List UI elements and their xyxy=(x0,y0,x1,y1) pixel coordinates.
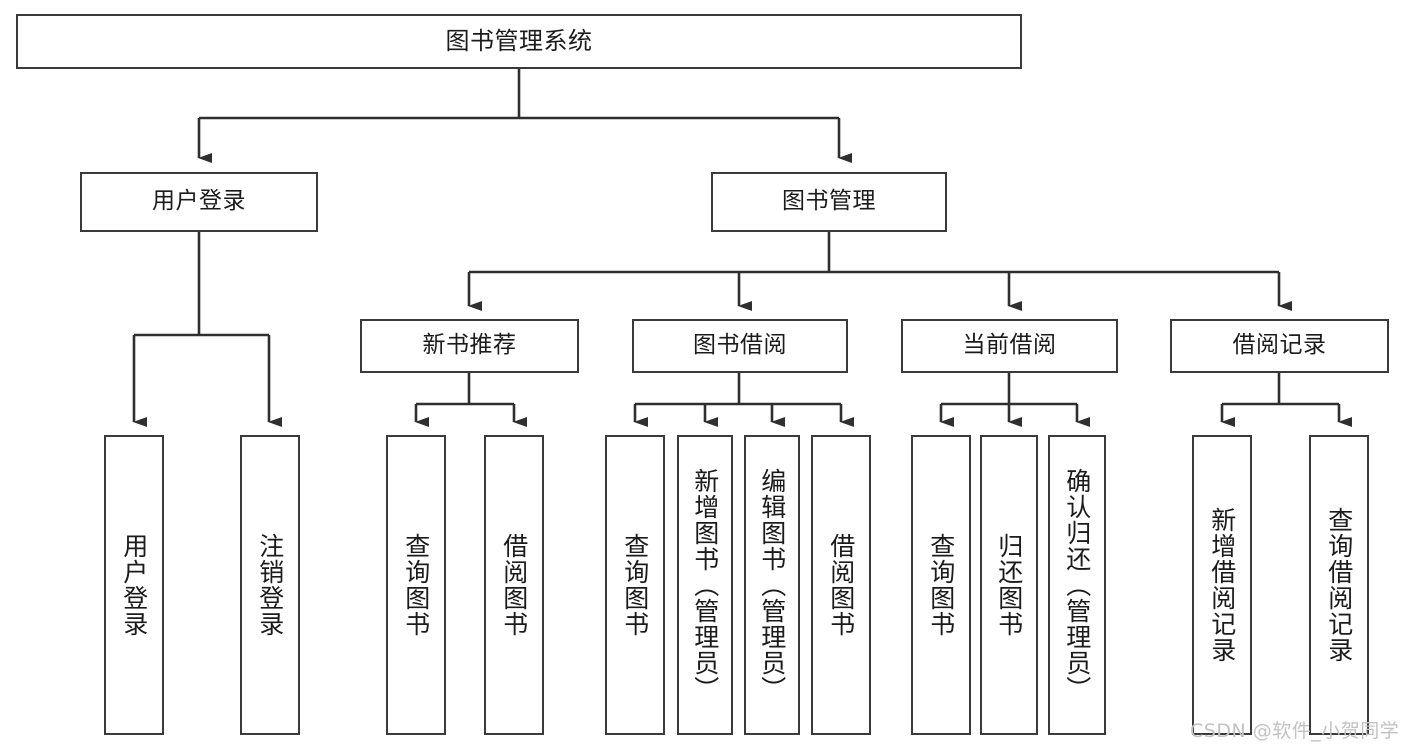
leaf-borrow-book[interactable]: 借阅图书 xyxy=(811,435,871,735)
node-label: 归还图书 xyxy=(994,533,1024,637)
node-label: 图书借阅 xyxy=(693,332,787,359)
leaf-confirm-return-admin[interactable]: 确认归还（管理员） xyxy=(1048,435,1106,735)
node-label: 用户登录 xyxy=(152,188,246,215)
node-label: 查询图书 xyxy=(620,533,650,637)
leaf-query-book-borrow[interactable]: 查询图书 xyxy=(605,435,665,735)
node-label: 确认归还（管理员） xyxy=(1062,468,1092,702)
node-label: 当前借阅 xyxy=(962,332,1057,359)
leaf-edit-book-admin[interactable]: 编辑图书（管理员） xyxy=(744,435,800,735)
leaf-query-book-recommend[interactable]: 查询图书 xyxy=(386,435,446,735)
node-label: 新增借阅记录 xyxy=(1207,507,1237,663)
node-label: 查询借阅记录 xyxy=(1324,507,1354,663)
node-label: 注销登录 xyxy=(255,533,285,637)
node-label: 新增图书（管理员） xyxy=(690,468,720,702)
node-current-borrow[interactable]: 当前借阅 xyxy=(901,319,1118,373)
leaf-query-borrow-record[interactable]: 查询借阅记录 xyxy=(1309,435,1369,735)
node-label: 查询图书 xyxy=(926,533,956,637)
node-label: 用户登录 xyxy=(119,533,149,637)
leaf-add-book-admin[interactable]: 新增图书（管理员） xyxy=(677,435,733,735)
node-book-management-module[interactable]: 图书管理 xyxy=(711,172,947,232)
node-user-login-module[interactable]: 用户登录 xyxy=(80,172,318,232)
node-label: 图书管理系统 xyxy=(445,27,593,56)
node-label: 新书推荐 xyxy=(422,332,517,359)
node-label: 借阅图书 xyxy=(826,533,856,637)
node-root-system[interactable]: 图书管理系统 xyxy=(16,14,1022,69)
leaf-logout[interactable]: 注销登录 xyxy=(240,435,300,735)
leaf-return-book[interactable]: 归还图书 xyxy=(980,435,1038,735)
node-label: 图书管理 xyxy=(782,188,876,215)
node-new-book-recommend[interactable]: 新书推荐 xyxy=(360,319,579,373)
node-label: 查询图书 xyxy=(401,533,431,637)
leaf-query-book-current[interactable]: 查询图书 xyxy=(911,435,971,735)
watermark-text: CSDN @软件_小贺同学 xyxy=(1190,720,1400,742)
leaf-add-borrow-record[interactable]: 新增借阅记录 xyxy=(1192,435,1252,735)
node-book-borrow[interactable]: 图书借阅 xyxy=(632,319,848,373)
leaf-borrow-book-recommend[interactable]: 借阅图书 xyxy=(484,435,544,735)
node-label: 借阅图书 xyxy=(499,533,529,637)
node-label: 编辑图书（管理员） xyxy=(757,468,787,702)
node-borrow-record[interactable]: 借阅记录 xyxy=(1170,319,1389,373)
node-label: 借阅记录 xyxy=(1232,332,1327,359)
leaf-user-login[interactable]: 用户登录 xyxy=(104,435,164,735)
